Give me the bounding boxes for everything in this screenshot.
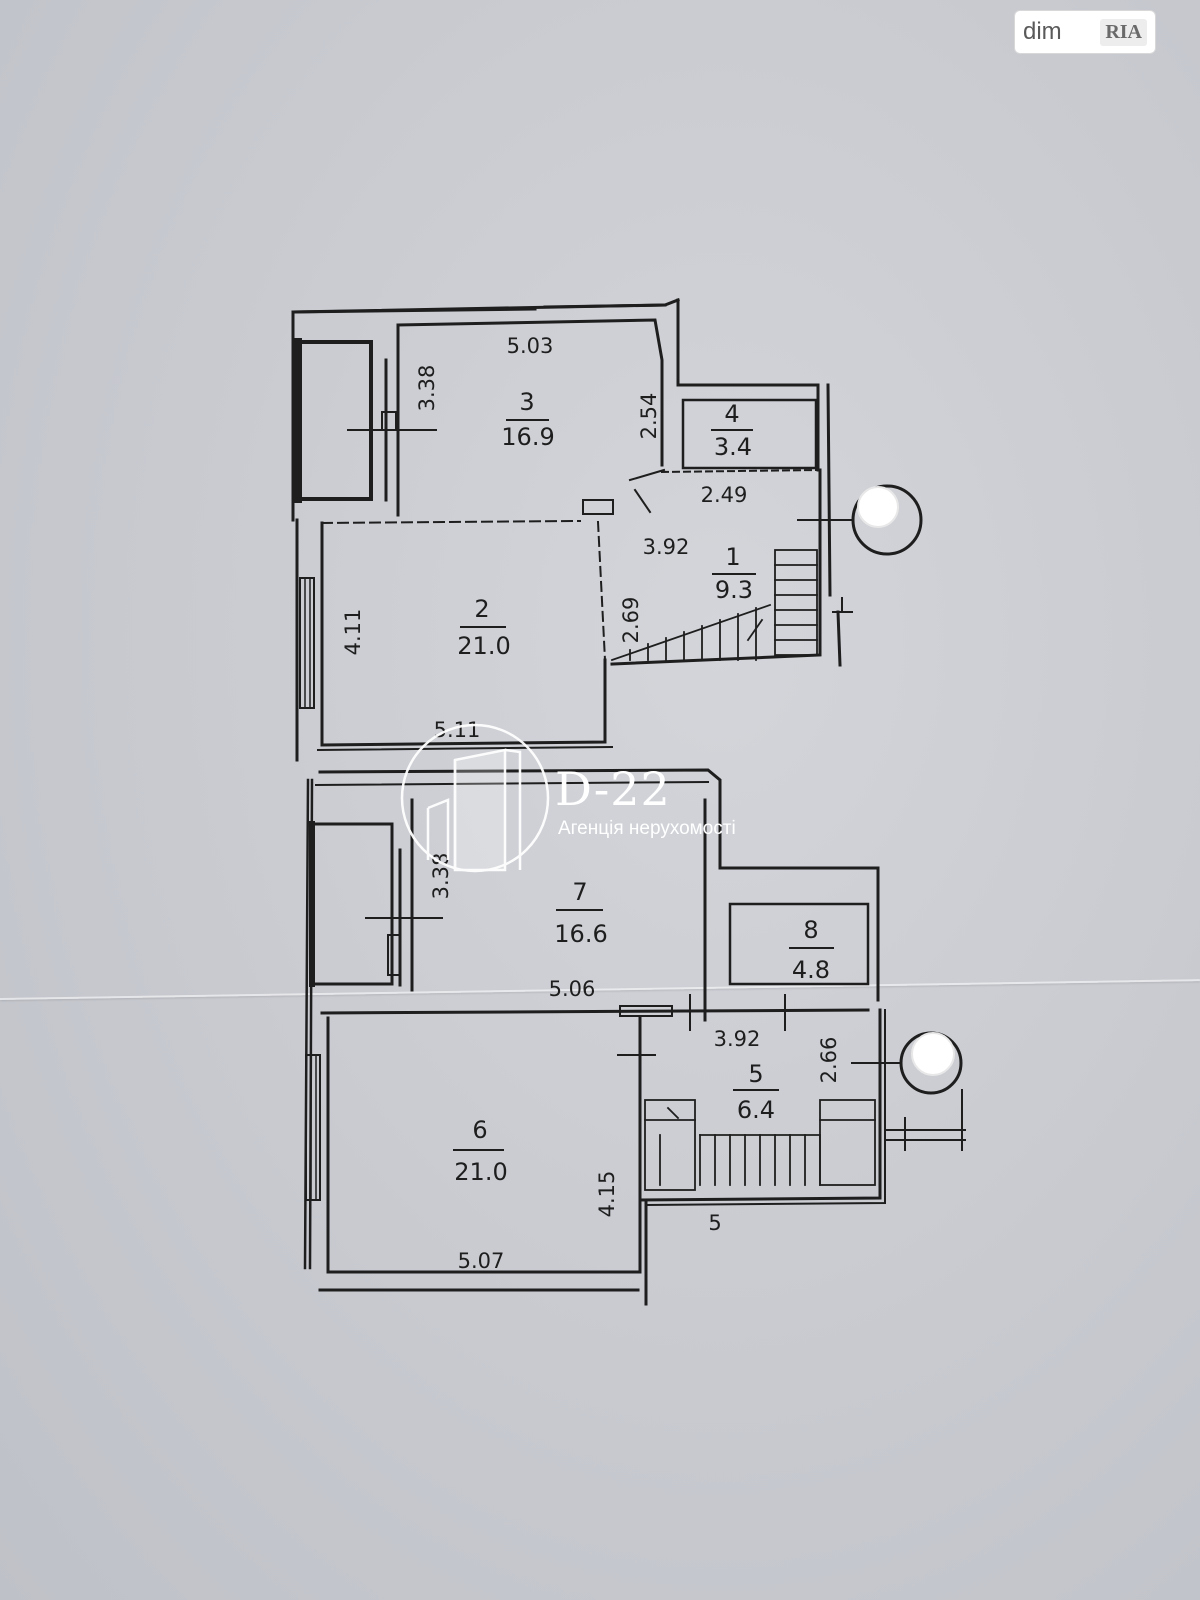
room-7-number: 7: [572, 878, 587, 906]
room-7-area: 16.6: [554, 920, 607, 948]
dim-2-69: 2.69: [619, 597, 643, 644]
privacy-dot-upper: [857, 486, 899, 528]
agency-subtitle: Агенція нерухомості: [558, 818, 736, 839]
upper-floor-walls: [291, 298, 842, 762]
upper-entry-marker: [797, 484, 923, 613]
lower-floor-walls: [303, 768, 886, 1306]
room-8-area: 4.8: [792, 956, 830, 984]
room-3-number: 3: [519, 388, 534, 416]
room-6-number: 6: [472, 1116, 487, 1144]
room-5-number: 5: [748, 1060, 763, 1088]
upper-stairs: [610, 549, 818, 662]
dim-ria-ria-text: RIA: [1100, 18, 1147, 46]
dim-2-54: 2.54: [637, 393, 661, 440]
building-logo-icon: [400, 723, 550, 873]
dim-3-92-upper: 3.92: [643, 535, 690, 559]
room-4-area: 3.4: [714, 433, 752, 461]
dim-4-11: 4.11: [341, 609, 365, 656]
dim-5-07: 5.07: [458, 1249, 505, 1273]
dim-3-92-lower: 3.92: [714, 1027, 761, 1051]
dim-3-38-lower: 3.38: [429, 853, 453, 900]
room-5-area: 6.4: [737, 1096, 775, 1124]
dim-5-06: 5.06: [549, 977, 596, 1001]
room-2-area: 21.0: [457, 632, 510, 660]
dim-5-03: 5.03: [507, 334, 554, 358]
dim-2-49: 2.49: [701, 483, 748, 507]
privacy-dot-lower: [911, 1032, 955, 1076]
dim-5-11: 5.11: [434, 718, 481, 742]
room-8-number: 8: [803, 916, 818, 944]
dim-ria-dim-text: dim: [1023, 18, 1062, 45]
fraction-bars: [453, 419, 834, 1151]
room-4-number: 4: [724, 400, 739, 428]
dim-ria-watermark: dim RIA: [1014, 10, 1156, 54]
room-3-area: 16.9: [501, 423, 554, 451]
room-1-number: 1: [725, 543, 740, 571]
room-2-number: 2: [474, 595, 489, 623]
dim-2-66: 2.66: [817, 1037, 841, 1084]
room-1-area: 9.3: [715, 576, 753, 604]
stair-mark: 5: [708, 1211, 721, 1235]
dim-3-38-upper: 3.38: [415, 365, 439, 412]
dim-4-15: 4.15: [595, 1171, 619, 1218]
room-6-area: 21.0: [454, 1158, 507, 1186]
lower-stairs: [644, 1099, 876, 1191]
agency-name: D-22: [555, 762, 671, 816]
